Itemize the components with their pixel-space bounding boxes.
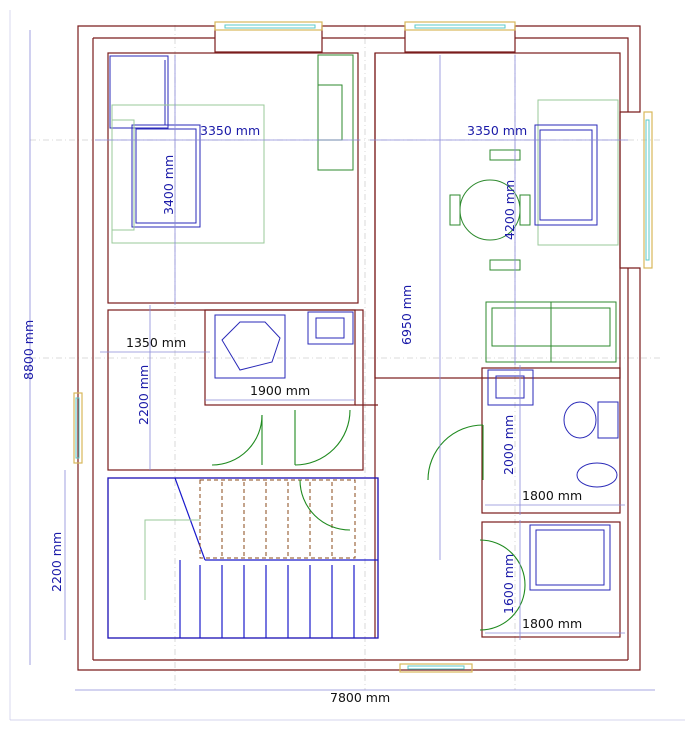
staircase bbox=[107, 477, 379, 639]
frame-guides bbox=[9, 10, 685, 721]
windows bbox=[73, 21, 653, 673]
dim-bath-width: 1900 mm bbox=[250, 383, 310, 398]
dimension-lines bbox=[29, 30, 655, 691]
dim-stair-depth: 2200 mm bbox=[49, 532, 64, 592]
dim-dining-depth: 4200 mm bbox=[502, 180, 517, 240]
dim-bedroom-width: 3350 mm bbox=[200, 123, 260, 138]
dim-bedroom-depth: 3400 mm bbox=[161, 155, 176, 215]
dim-shower-depth: 1600 mm bbox=[501, 554, 516, 614]
doors bbox=[211, 409, 526, 631]
bathroom-fixtures bbox=[214, 311, 619, 591]
dining-furniture bbox=[449, 99, 619, 363]
dim-total-width: 7800 mm bbox=[330, 690, 390, 705]
bedroom-furniture bbox=[109, 54, 354, 244]
dim-wc-depth: 2000 mm bbox=[501, 415, 516, 475]
dim-living-width: 3350 mm bbox=[467, 123, 527, 138]
dim-corridor-length: 6950 mm bbox=[399, 285, 414, 345]
dimension-labels: 3350 mm 3350 mm 3400 mm 4200 mm 6950 mm … bbox=[21, 123, 582, 705]
dim-total-height: 8800 mm bbox=[21, 320, 36, 380]
dim-shower-width: 1800 mm bbox=[522, 616, 582, 631]
dim-hall-width: 1350 mm bbox=[126, 335, 186, 350]
dim-hall-depth: 2200 mm bbox=[136, 365, 151, 425]
dim-wc-width: 1800 mm bbox=[522, 488, 582, 503]
